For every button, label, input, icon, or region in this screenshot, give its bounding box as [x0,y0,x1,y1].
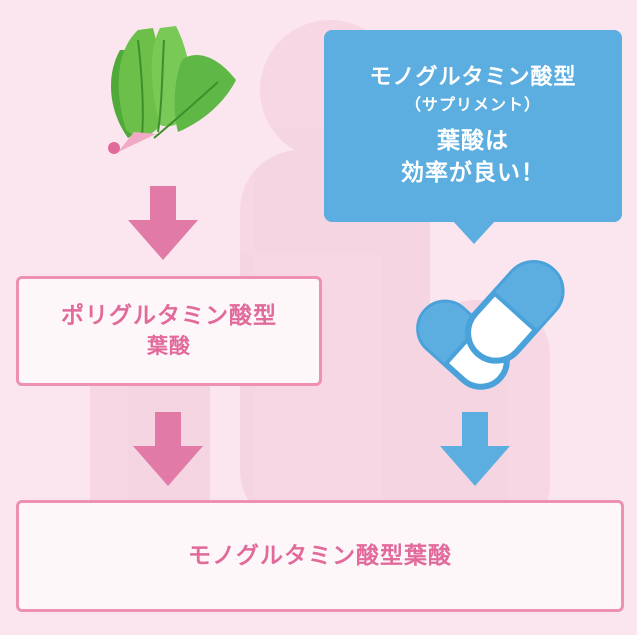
polyglutamate-folate-box: ポリグルタミン酸型 葉酸 [16,276,322,386]
arrow-down-pink-1 [128,186,198,260]
speech-bubble-tail [452,220,496,244]
capsule-supplement-icon [416,260,565,390]
poly-box-line-1: ポリグルタミン酸型 [61,303,277,329]
mono-box-label: モノグルタミン酸型葉酸 [188,543,452,569]
arrow-down-blue [440,412,510,486]
bubble-line-2: （サプリメント） [404,95,541,114]
bubble-line-3: 葉酸は [437,128,509,154]
monoglutamate-folate-box: モノグルタミン酸型葉酸 [16,500,624,612]
poly-box-line-2: 葉酸 [147,334,191,358]
arrow-down-pink-2 [133,412,203,486]
leafy-vegetable-icon [108,26,236,154]
bubble-line-1: モノグルタミン酸型 [369,65,577,90]
bubble-line-4: 効率が良い！ [401,160,545,186]
speech-bubble: モノグルタミン酸型 （サプリメント） 葉酸は 効率が良い！ [324,30,622,222]
